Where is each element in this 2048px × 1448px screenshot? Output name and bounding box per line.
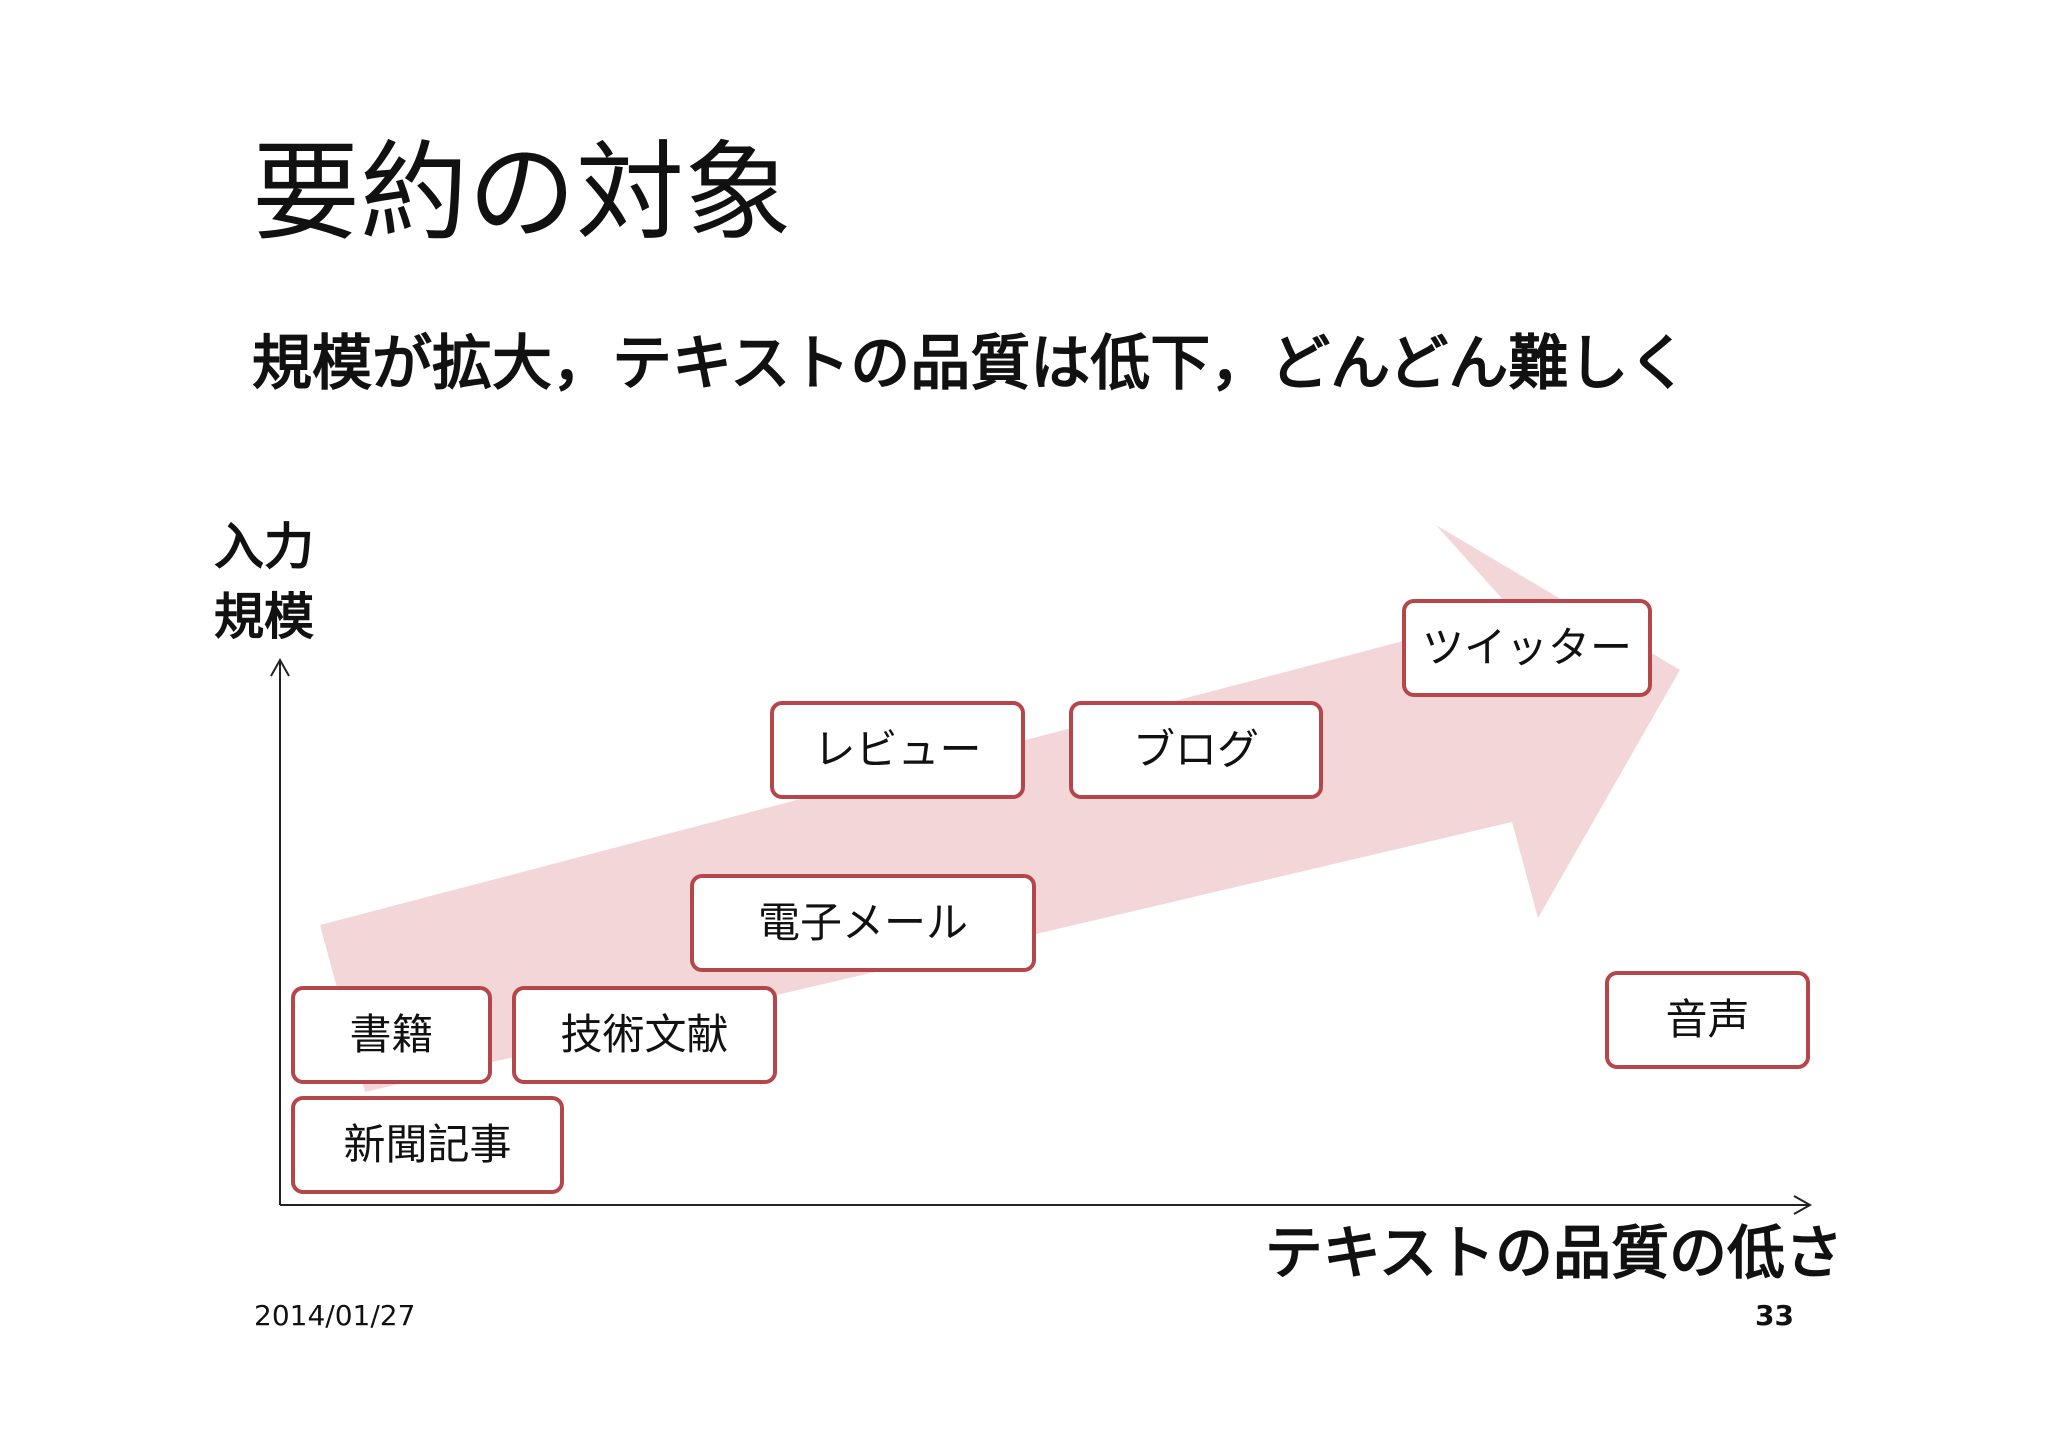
item-news-articles: 新聞記事 xyxy=(291,1096,564,1194)
x-axis-label: テキストの品質の低さ xyxy=(1264,1219,1843,1287)
page-number: 33 xyxy=(1755,1299,1794,1332)
y-axis-label-line-1: 入力 xyxy=(214,518,314,576)
item-speech: 音声 xyxy=(1605,971,1810,1069)
y-axis-label: 入力 規模 xyxy=(214,512,354,652)
item-blog: ブログ xyxy=(1069,701,1323,799)
y-axis-arrowhead xyxy=(270,657,290,677)
item-technical-papers: 技術文献 xyxy=(512,986,777,1084)
item-twitter: ツイッター xyxy=(1402,599,1652,697)
slide-subtitle: 規模が拡大，テキストの品質は低下，どんどん難しく xyxy=(252,329,1689,399)
item-email: 電子メール xyxy=(690,874,1036,972)
footer-date: 2014/01/27 xyxy=(254,1299,416,1332)
trend-arrow xyxy=(320,525,1680,1092)
x-axis-arrowhead xyxy=(1793,1195,1813,1215)
slide-title: 要約の対象 xyxy=(252,131,793,256)
y-axis-label-line-2: 規模 xyxy=(214,588,314,646)
item-review: レビュー xyxy=(770,701,1025,799)
item-books: 書籍 xyxy=(291,986,492,1084)
